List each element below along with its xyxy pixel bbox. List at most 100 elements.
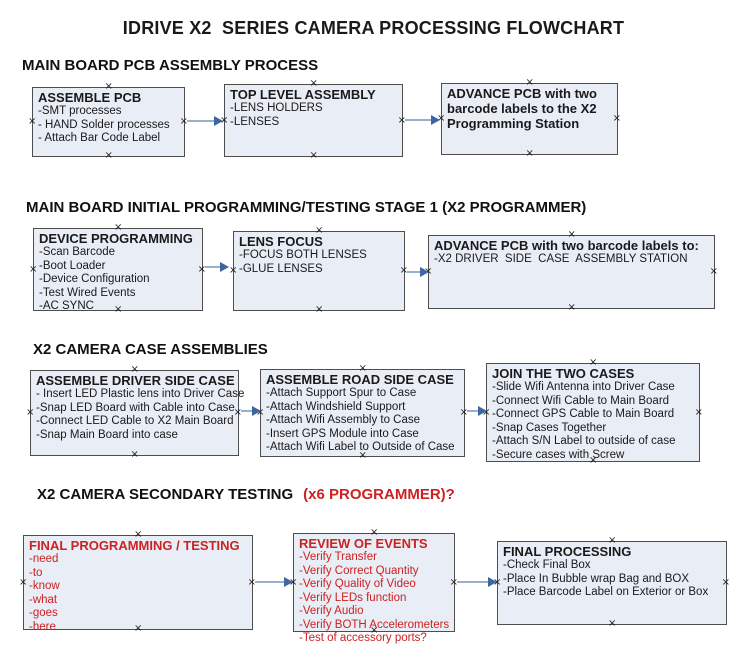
flow-box-join-two-cases[interactable]: JOIN THE TWO CASES -Slide Wifi Antenna i… [482, 358, 703, 466]
connector-arrow[interactable] [187, 116, 223, 126]
box-item-list: -Scan Barcode-Boot Loader-Device Configu… [39, 246, 199, 314]
box-item-list: -X2 DRIVER SIDE CASE ASSEMBLY STATION [434, 253, 711, 267]
box-item-list: -Slide Wifi Antenna into Driver Case-Con… [492, 381, 696, 462]
box-item: -Verify LEDs function [299, 591, 407, 604]
connection-handle-icon: × [130, 449, 139, 460]
box-item: -Attach Wifi Assembly to Case [266, 414, 421, 426]
box-item: -Boot Loader [39, 259, 106, 272]
box-title: ADVANCE PCB with two barcode labels to t… [447, 86, 597, 131]
box-item: -Snap Cases Together [492, 421, 607, 434]
box-item: -SMT processes [38, 105, 122, 117]
connector-arrow[interactable] [205, 262, 229, 272]
box-title: LENS FOCUS [239, 234, 323, 249]
page-title: IDRIVE X2 SERIES CAMERA PROCESSING FLOWC… [122, 18, 625, 38]
box-item: - Attach Bar Code Label [38, 132, 161, 144]
connection-handle-icon: × [525, 148, 534, 159]
box-item-list: -Verify Transfer-Verify Correct Quantity… [299, 551, 451, 646]
flow-box-final-processing[interactable]: FINAL PROCESSING -Check Final Box-Place … [493, 536, 730, 629]
box-item: -FOCUS BOTH LENSES [239, 249, 367, 261]
box-item: -LENS HOLDERS [230, 102, 323, 114]
box-item: -Snap LED Board with Cable into Case [36, 401, 235, 414]
box-item: -Place In Bubble wrap Bag and BOX [503, 572, 690, 585]
box-title: ASSEMBLE DRIVER SIDE CASE [36, 373, 235, 388]
box-title: REVIEW OF EVENTS [299, 536, 428, 551]
connector-arrow[interactable] [241, 406, 261, 416]
box-item-list: -need-to-know-what-goes-here [29, 553, 249, 634]
box-item: -Attach Support Spur to Case [266, 387, 417, 399]
box-title: ADVANCE PCB with two barcode labels to: [434, 238, 699, 253]
connection-handle-icon: × [19, 576, 28, 588]
box-item: -Device Configuration [39, 273, 150, 285]
heading-text: X2 CAMERA SECONDARY TESTING [37, 486, 294, 503]
connection-handle-icon: × [104, 150, 113, 161]
connection-handle-icon: × [29, 263, 38, 275]
box-item: -Slide Wifi Antenna into Driver Case [492, 381, 675, 393]
connection-handle-icon: × [309, 150, 318, 161]
connector-arrow[interactable] [457, 577, 497, 587]
box-item: -Attach Wifi Label to Outside of Case [266, 441, 455, 453]
box-item: -Test of accessory ports? [299, 632, 427, 644]
flow-box-assemble-driver-side-case[interactable]: ASSEMBLE DRIVER SIDE CASE - Insert LED P… [26, 365, 245, 460]
connection-handle-icon: × [608, 618, 617, 629]
box-title: FINAL PROCESSING [503, 544, 632, 559]
box-item-list: -Check Final Box-Place In Bubble wrap Ba… [503, 559, 723, 600]
box-item: - HAND Solder processes [38, 118, 170, 131]
connector-arrow[interactable] [467, 406, 487, 416]
heading-red-text: (x6 PROGRAMMER)? [303, 486, 455, 503]
box-item: -goes [29, 607, 58, 619]
connection-handle-icon: × [567, 302, 576, 313]
box-item: - Insert LED Plastic lens into Driver Ca… [36, 388, 245, 400]
box-item: -Verify BOTH Accelerometers [299, 618, 450, 631]
box-item: -Verify Audio [299, 605, 364, 617]
box-item: -GLUE LENSES [239, 262, 323, 275]
box-item: -Test Wired Events [39, 286, 136, 299]
box-item: -Connect Wifi Cable to Main Board [492, 394, 670, 407]
flow-box-device-programming[interactable]: DEVICE PROGRAMMING -Scan Barcode-Boot Lo… [29, 223, 206, 315]
box-item: -to [29, 566, 43, 579]
box-item: -need [29, 553, 59, 565]
box-item: -Verify Transfer [299, 551, 377, 563]
box-item: -Scan Barcode [39, 246, 116, 258]
connection-handle-icon: × [709, 266, 718, 277]
box-title: JOIN THE TWO CASES [492, 366, 635, 381]
section-heading-case-assemblies: X2 CAMERA CASE ASSEMBLIES [33, 341, 268, 358]
box-item: -Insert GPS Module into Case [266, 427, 419, 440]
box-item: -AC SYNC [39, 300, 94, 312]
box-item: -know [29, 580, 60, 592]
flow-box-advance-pcb-programming-station[interactable]: ADVANCE PCB with two barcode labels to t… [437, 78, 621, 159]
box-title: ASSEMBLE ROAD SIDE CASE [266, 372, 454, 387]
box-item: -Attach S/N Label to outside of case [492, 435, 676, 447]
flow-box-final-programming-testing[interactable]: FINAL PROGRAMMING / TESTING -need-to-kno… [19, 530, 256, 634]
box-title: DEVICE PROGRAMMING [39, 231, 193, 246]
section-heading-main-board-pcb-assembly: MAIN BOARD PCB ASSEMBLY PROCESS [22, 57, 319, 74]
box-item: -Verify Correct Quantity [299, 564, 419, 577]
box-title: TOP LEVEL ASSEMBLY [230, 87, 376, 102]
flow-box-lens-focus[interactable]: LENS FOCUS -FOCUS BOTH LENSES-GLUE LENSE… [229, 226, 408, 315]
section-heading-secondary-testing: X2 CAMERA SECONDARY TESTING (x6 PROGRAMME… [37, 486, 455, 503]
connection-handle-icon: × [315, 304, 324, 315]
flow-box-top-level-assembly[interactable]: TOP LEVEL ASSEMBLY -LENS HOLDERS-LENSES … [220, 79, 406, 161]
box-item-list: - Insert LED Plastic lens into Driver Ca… [36, 388, 245, 442]
flow-box-review-of-events[interactable]: REVIEW OF EVENTS -Verify Transfer-Verify… [289, 528, 458, 645]
connector-arrow[interactable] [407, 267, 429, 277]
flow-box-assemble-road-side-case[interactable]: ASSEMBLE ROAD SIDE CASE -Attach Support … [256, 364, 468, 461]
connector-arrow[interactable] [255, 577, 293, 587]
section-heading-initial-programming-testing: MAIN BOARD INITIAL PROGRAMMING/TESTING S… [26, 199, 587, 216]
box-item: -Check Final Box [503, 559, 591, 571]
connection-handle-icon: × [28, 116, 37, 127]
flow-box-advance-pcb-driver-side-station[interactable]: ADVANCE PCB with two barcode labels to: … [424, 230, 718, 313]
box-item-list: -LENS HOLDERS-LENSES [230, 102, 399, 129]
box-item-list: -Attach Support Spur to Case-Attach Wind… [266, 387, 461, 455]
box-item: -what [29, 593, 58, 606]
connector-arrow[interactable] [405, 115, 440, 125]
box-title: ASSEMBLE PCB [38, 90, 142, 105]
box-item: -Snap Main Board into case [36, 428, 178, 441]
box-item: -LENSES [230, 115, 280, 128]
box-title: FINAL PROGRAMMING / TESTING [29, 538, 240, 553]
flow-box-assemble-pcb[interactable]: ASSEMBLE PCB -SMT processes- HAND Solder… [28, 82, 188, 161]
connection-handle-icon: × [26, 407, 35, 418]
box-item: -Connect LED Cable to X2 Main Board [36, 415, 234, 427]
box-item-list: -SMT processes- HAND Solder processes- A… [38, 105, 181, 146]
box-item: -Connect GPS Cable to Main Board [492, 408, 675, 420]
